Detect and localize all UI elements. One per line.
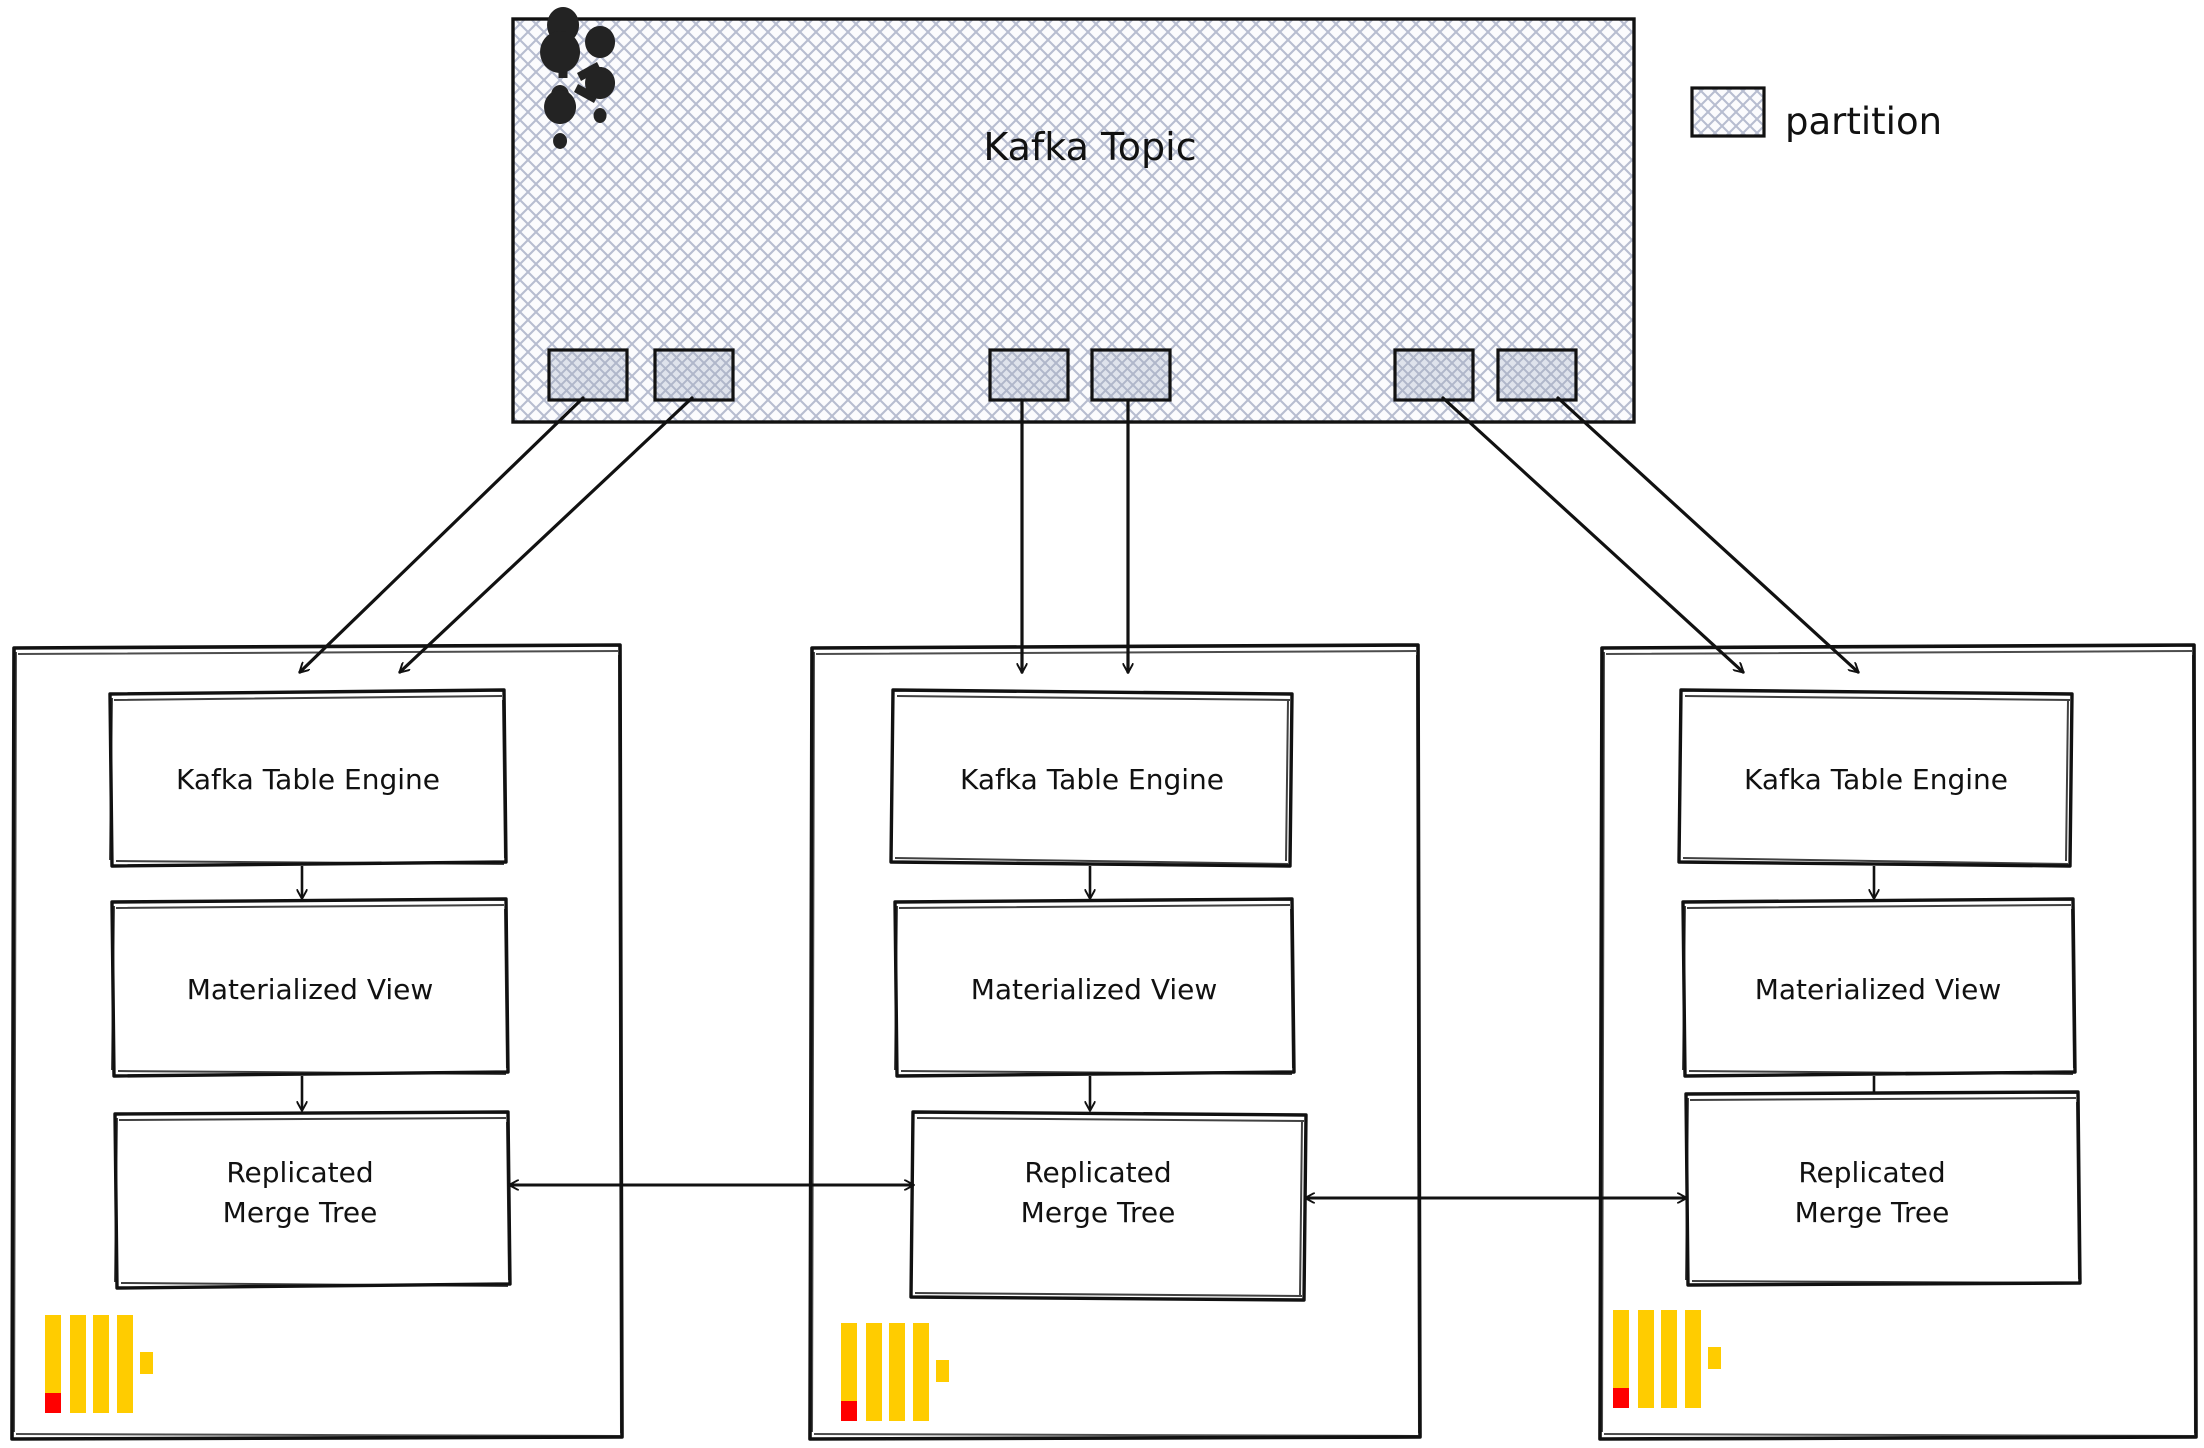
replicated-merge-tree-label-line2: Merge Tree <box>1795 1196 1950 1229</box>
cluster-left: Kafka Table Engine Materialized View Rep… <box>10 643 624 1441</box>
materialized-view-label: Materialized View <box>1755 973 2002 1006</box>
materialized-view-label: Materialized View <box>187 973 434 1006</box>
kafka-topic-title: Kafka Topic <box>983 125 1196 169</box>
kafka-topic-group: Kafka Topic <box>511 7 1636 424</box>
arrow-partition1-to-cluster-left <box>300 396 585 672</box>
cluster-left-replicated-merge-tree: Replicated Merge Tree <box>113 1110 512 1290</box>
arrow-partition6-to-cluster-right <box>1556 396 1858 674</box>
cluster-right-border-sketch <box>1601 650 2196 1437</box>
kafka-table-engine-label: Kafka Table Engine <box>1744 763 2008 796</box>
replicated-merge-tree-label-line1: Replicated <box>1024 1156 1171 1189</box>
materialized-view-label: Materialized View <box>971 973 1218 1006</box>
cluster-left-border <box>10 643 624 1441</box>
cluster-left-kafka-table-engine: Kafka Table Engine <box>108 688 508 868</box>
cluster-middle-materialized-view: Materialized View <box>893 897 1296 1078</box>
arrow-partition5-to-cluster-right <box>1441 396 1743 674</box>
cluster-middle-border <box>808 643 1422 1441</box>
partition-box-2 <box>653 348 735 402</box>
clickhouse-logo <box>45 1315 153 1413</box>
kafka-table-engine-label: Kafka Table Engine <box>176 763 440 796</box>
legend-label: partition <box>1785 100 1942 143</box>
cluster-middle: Kafka Table Engine Materialized View Rep… <box>808 643 1422 1441</box>
cluster-middle-border-sketch <box>811 650 1420 1437</box>
partition-box-5 <box>1393 348 1475 402</box>
cluster-middle-replicated-merge-tree: Replicated Merge Tree <box>909 1110 1308 1302</box>
partition-swatch <box>1690 86 1766 138</box>
cluster-left-border-sketch <box>13 650 622 1437</box>
topic-to-cluster-arrows <box>300 396 1858 674</box>
kafka-table-engine-label: Kafka Table Engine <box>960 763 1224 796</box>
cluster-middle-kafka-table-engine: Kafka Table Engine <box>889 688 1294 868</box>
arrow-partition2-to-cluster-left <box>400 396 694 674</box>
replication-arrows <box>510 1185 1686 1198</box>
cluster-right-kafka-table-engine: Kafka Table Engine <box>1677 688 2074 868</box>
cluster-right-border <box>1598 643 2198 1441</box>
replicated-merge-tree-label-line2: Merge Tree <box>223 1196 378 1229</box>
cluster-left-materialized-view: Materialized View <box>110 897 510 1078</box>
kafka-logo <box>540 7 616 149</box>
cluster-right: Kafka Table Engine Materialized View Rep… <box>1598 643 2198 1441</box>
clickhouse-logo <box>841 1323 949 1421</box>
replicated-merge-tree-label-line2: Merge Tree <box>1021 1196 1176 1229</box>
partition-box-3 <box>988 348 1070 402</box>
legend: partition <box>1690 86 1942 143</box>
cluster-right-replicated-merge-tree: Replicated Merge Tree <box>1684 1090 2082 1287</box>
partition-box-4 <box>1090 348 1172 402</box>
replicated-merge-tree-label-line1: Replicated <box>1798 1156 1945 1189</box>
replicated-merge-tree-label-line1: Replicated <box>226 1156 373 1189</box>
cluster-right-materialized-view: Materialized View <box>1681 897 2077 1078</box>
partition-box-6 <box>1496 348 1578 402</box>
clickhouse-logo <box>1613 1310 1721 1408</box>
partition-box-1 <box>547 348 629 402</box>
